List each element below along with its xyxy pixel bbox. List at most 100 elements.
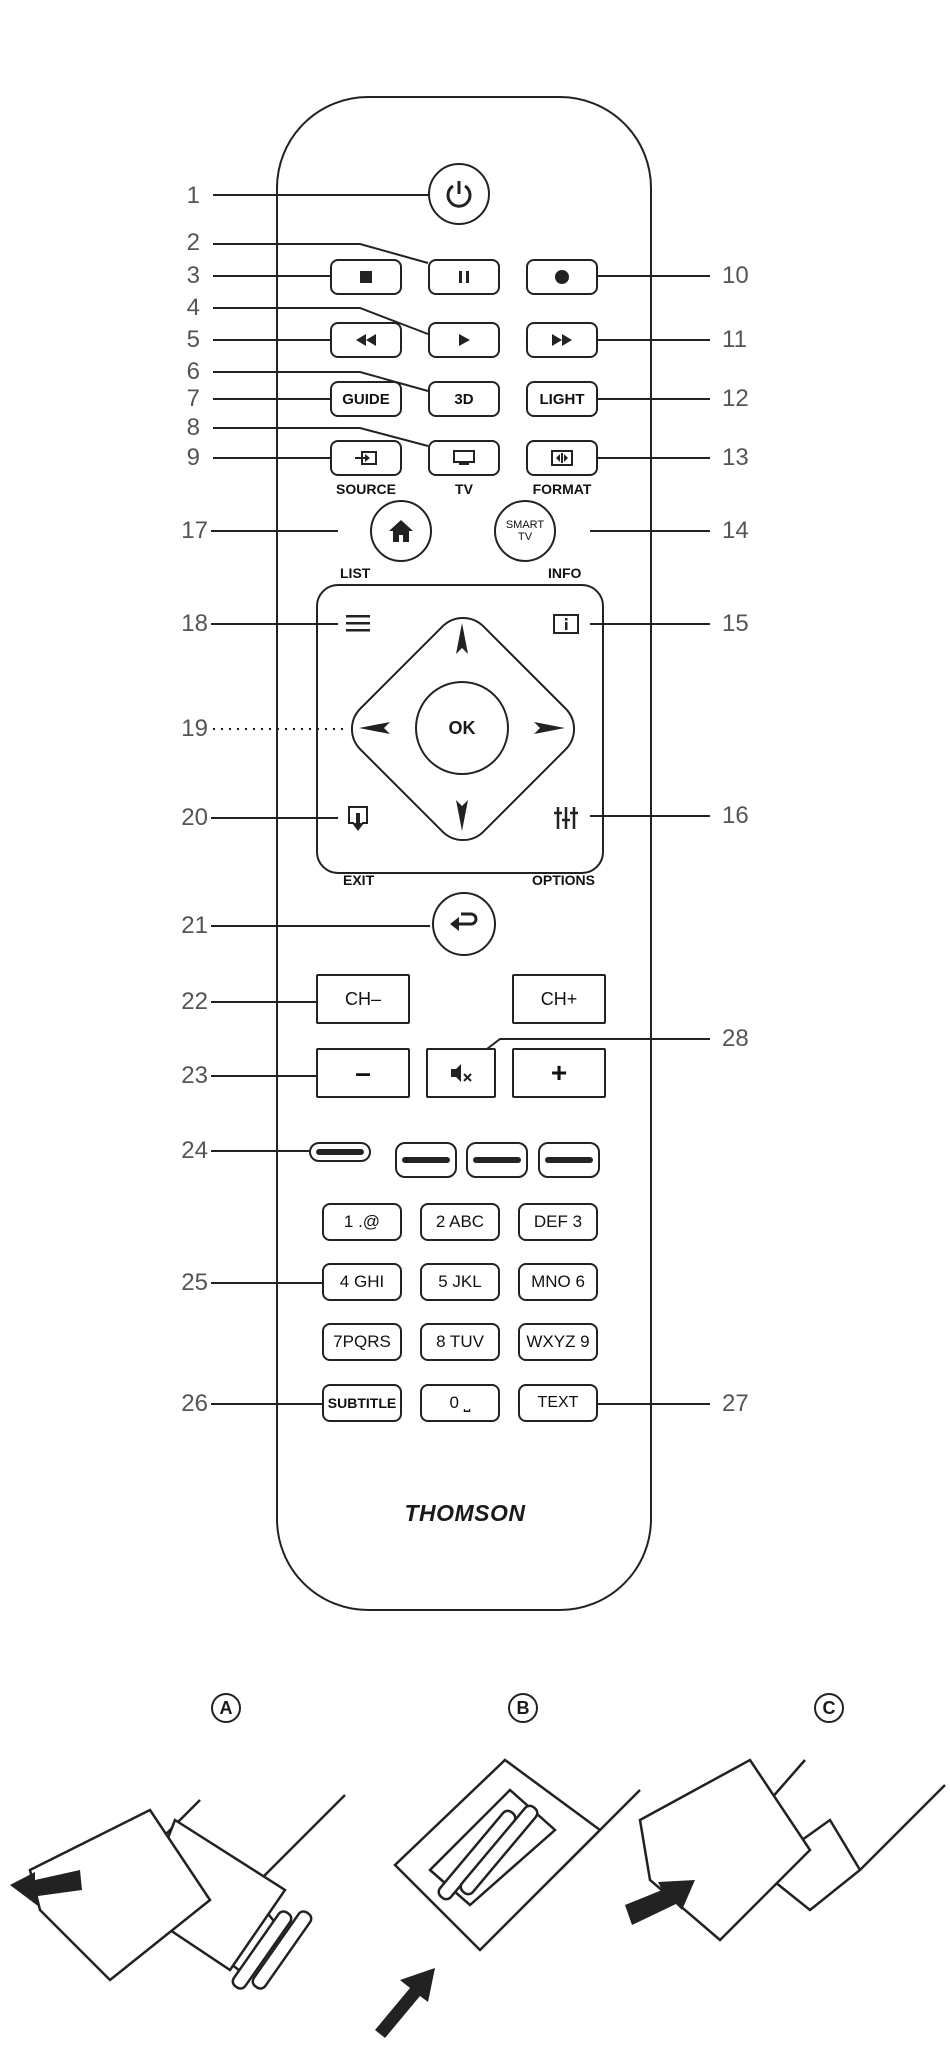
callout-9: 9: [140, 444, 200, 472]
callout-12: 12: [722, 385, 782, 413]
callout-22: 22: [148, 988, 208, 1016]
callout-1: 1: [140, 182, 200, 210]
callout-8: 8: [140, 414, 200, 442]
options-icon: [553, 805, 579, 831]
color-button-red[interactable]: [309, 1142, 371, 1162]
color-button-blue[interactable]: [538, 1142, 600, 1178]
tv-button[interactable]: [428, 440, 500, 476]
brand-logo: THOMSON: [360, 1500, 570, 1527]
callout-4: 4: [140, 294, 200, 322]
key-4[interactable]: 4 GHI: [322, 1263, 402, 1301]
menu-button[interactable]: [345, 612, 371, 636]
stop-icon: [359, 270, 373, 284]
step-c-label: C: [814, 1693, 844, 1723]
callout-24: 24: [148, 1137, 208, 1165]
callout-11: 11: [722, 326, 782, 354]
exit-button[interactable]: [346, 805, 370, 833]
tv-label: TV: [428, 481, 500, 497]
key-9[interactable]: WXYZ 9: [518, 1323, 598, 1361]
key-5[interactable]: 5 JKL: [420, 1263, 500, 1301]
source-button[interactable]: [330, 440, 402, 476]
callout-3: 3: [140, 262, 200, 290]
volume-up-button[interactable]: +: [512, 1048, 606, 1098]
arrow-right-button[interactable]: [532, 718, 566, 738]
record-button[interactable]: [526, 259, 598, 295]
light-button[interactable]: LIGHT: [526, 381, 598, 417]
color-bar-icon: [316, 1149, 364, 1155]
menu-icon: [345, 612, 371, 634]
callout-26: 26: [148, 1390, 208, 1418]
callout-21: 21: [148, 912, 208, 940]
back-icon: [449, 912, 479, 936]
color-bar-icon: [402, 1157, 450, 1163]
text-button[interactable]: TEXT: [518, 1384, 598, 1422]
volume-down-button[interactable]: –: [316, 1048, 410, 1098]
fast-forward-icon: [550, 333, 574, 347]
callout-20: 20: [148, 804, 208, 832]
callout-2: 2: [140, 229, 200, 257]
pause-button[interactable]: [428, 259, 500, 295]
record-icon: [554, 269, 570, 285]
color-button-green[interactable]: [395, 1142, 457, 1178]
exit-icon: [346, 805, 370, 833]
pause-icon: [457, 270, 471, 284]
list-label: LIST: [340, 565, 370, 581]
ok-button[interactable]: OK: [415, 681, 509, 775]
callout-23: 23: [148, 1062, 208, 1090]
callout-13: 13: [722, 444, 782, 472]
callout-14: 14: [722, 517, 782, 545]
arrow-left-button[interactable]: [358, 718, 392, 738]
arrow-right-icon: [532, 718, 566, 738]
guide-button[interactable]: GUIDE: [330, 381, 402, 417]
format-button[interactable]: [526, 440, 598, 476]
arrow-up-icon: [452, 622, 472, 656]
source-label: SOURCE: [330, 481, 402, 497]
color-bar-icon: [545, 1157, 593, 1163]
rewind-icon: [354, 333, 378, 347]
rewind-button[interactable]: [330, 322, 402, 358]
step-b-label: B: [508, 1693, 538, 1723]
key-1[interactable]: 1 .@: [322, 1203, 402, 1241]
key-6[interactable]: MNO 6: [518, 1263, 598, 1301]
smart-tv-button[interactable]: SMART TV: [494, 500, 556, 562]
home-icon: [387, 518, 415, 544]
tv-icon: [453, 450, 475, 466]
back-button[interactable]: [432, 892, 496, 956]
arrow-left-icon: [358, 718, 392, 738]
key-3[interactable]: DEF 3: [518, 1203, 598, 1241]
color-button-yellow[interactable]: [466, 1142, 528, 1178]
callout-17: 17: [148, 517, 208, 545]
play-button[interactable]: [428, 322, 500, 358]
format-label: FORMAT: [526, 481, 598, 497]
play-icon: [457, 333, 471, 347]
stop-button[interactable]: [330, 259, 402, 295]
fast-forward-button[interactable]: [526, 322, 598, 358]
color-bar-icon: [473, 1157, 521, 1163]
key-0[interactable]: 0 ⎵: [420, 1384, 500, 1422]
channel-up-button[interactable]: CH+: [512, 974, 606, 1024]
callout-16: 16: [722, 802, 782, 830]
channel-down-button[interactable]: CH–: [316, 974, 410, 1024]
3d-button[interactable]: 3D: [428, 381, 500, 417]
mute-button[interactable]: [426, 1048, 496, 1098]
callout-10: 10: [722, 262, 782, 290]
callout-27: 27: [722, 1390, 782, 1418]
key-8[interactable]: 8 TUV: [420, 1323, 500, 1361]
info-label: INFO: [548, 565, 581, 581]
power-icon: [442, 177, 476, 211]
home-button[interactable]: [370, 500, 432, 562]
arrow-down-button[interactable]: [452, 798, 472, 832]
arrow-up-button[interactable]: [452, 622, 472, 656]
callout-7: 7: [140, 385, 200, 413]
info-button[interactable]: [553, 614, 579, 636]
key-2[interactable]: 2 ABC: [420, 1203, 500, 1241]
info-icon: [553, 614, 579, 634]
power-button[interactable]: [428, 163, 490, 225]
options-button[interactable]: [553, 805, 579, 831]
mute-icon: [449, 1062, 473, 1084]
subtitle-button[interactable]: SUBTITLE: [322, 1384, 402, 1422]
callout-18: 18: [148, 610, 208, 638]
key-7[interactable]: 7PQRS: [322, 1323, 402, 1361]
arrow-down-icon: [452, 798, 472, 832]
options-label: OPTIONS: [532, 872, 595, 888]
